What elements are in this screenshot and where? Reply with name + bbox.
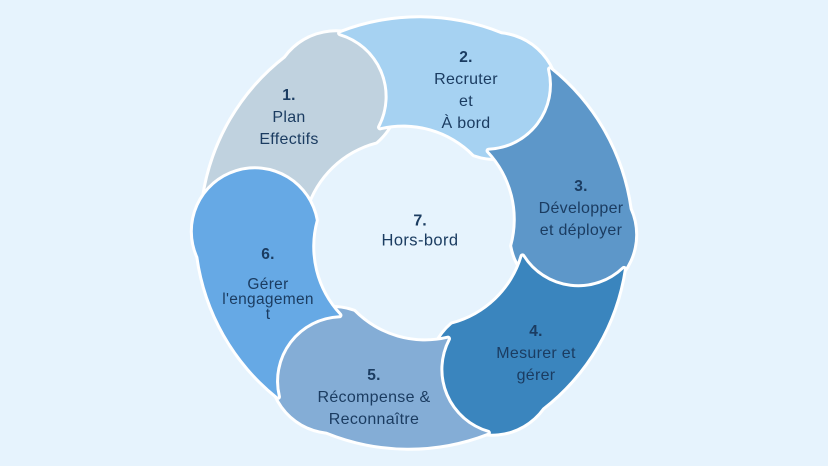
center-number: 7. bbox=[413, 212, 427, 230]
segment-label-line: Reconnaître bbox=[328, 411, 420, 428]
segment-label-3: 3. Développer et déployer bbox=[539, 176, 624, 242]
segment-label-line: l'engagemen bbox=[222, 291, 314, 308]
segment-number: 2. bbox=[459, 49, 473, 66]
segment-label-line: et bbox=[459, 93, 473, 110]
segment-number: 6. bbox=[261, 246, 275, 263]
segment-label-line: Développer bbox=[538, 200, 624, 217]
segment-label-1: 1. Plan Effectifs bbox=[259, 85, 318, 151]
segment-label-5: 5. Récompense & Reconnaître bbox=[318, 365, 431, 431]
center-label: 7. Hors-bord bbox=[382, 212, 459, 251]
segment-label-line: Effectifs bbox=[259, 131, 319, 148]
segment-label-line: Récompense & bbox=[317, 389, 431, 406]
segment-label-2: 2. Recruter et À bord bbox=[434, 47, 498, 135]
segment-label-4: 4. Mesurer et gérer bbox=[496, 321, 575, 387]
segment-number: 4. bbox=[529, 323, 543, 340]
center-label-text: Hors-bord bbox=[381, 231, 459, 250]
segment-label-6: 6. Gérer l'engagemen t bbox=[222, 246, 314, 322]
segment-label-line: Plan bbox=[272, 109, 306, 126]
segment-label-line: À bord bbox=[441, 115, 491, 132]
segment-shape-6 bbox=[189, 166, 343, 400]
segment-label-line: t bbox=[265, 306, 271, 323]
segment-number: 1. bbox=[282, 87, 296, 104]
segment-number: 5. bbox=[367, 367, 381, 384]
segment-label-line: Gérer bbox=[247, 276, 289, 293]
segment-label-lines: Gérer l'engagemen t bbox=[222, 276, 314, 323]
segment-number: 3. bbox=[574, 178, 588, 195]
segment-label-line: Mesurer et bbox=[496, 345, 576, 362]
segment-label-line: gérer bbox=[516, 367, 556, 384]
segment-label-line: et déployer bbox=[539, 222, 623, 239]
segment-label-line: Recruter bbox=[434, 71, 498, 88]
